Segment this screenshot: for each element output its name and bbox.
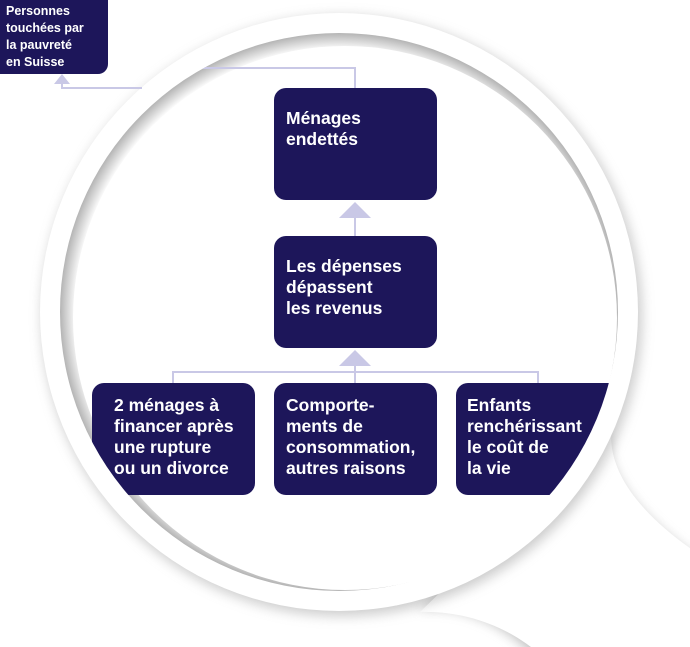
arrow-up-icon [339, 350, 371, 366]
arrow-up-icon [339, 202, 371, 218]
title-box-poverty: Personnes touchées par la pauvreté en Su… [0, 0, 108, 74]
arrow-up-icon [54, 74, 70, 84]
box-expenses-exceed-income: Les dépenses dépassent les revenus [274, 236, 437, 348]
box-consumption-behaviour: Comporte- ments de consommation, autres … [274, 383, 437, 495]
box-indebted-households: Ménages endettés [274, 88, 437, 200]
magnifier-handle [420, 425, 690, 647]
box-separation-divorce: 2 ménages à financer après une rupture o… [92, 383, 255, 495]
